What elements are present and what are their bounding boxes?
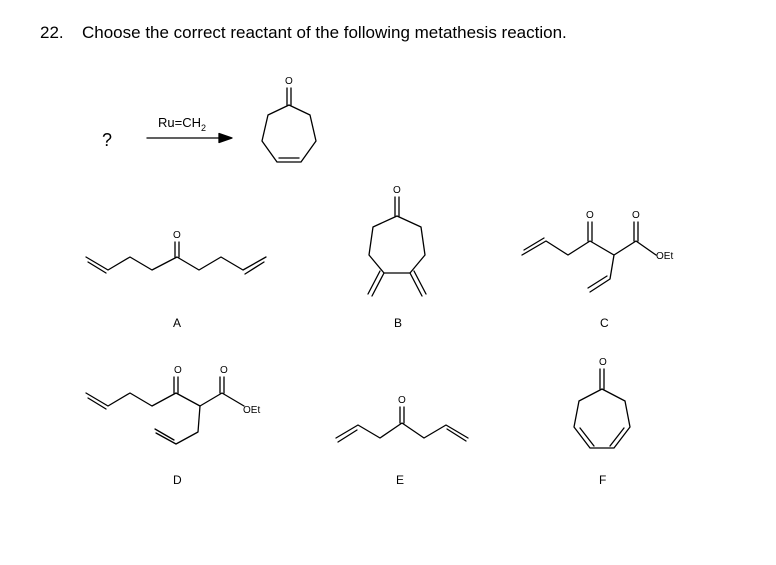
structure-d-oxygen-label-2: O <box>220 365 228 376</box>
structure-d-ethoxy-label: OEt <box>243 405 260 416</box>
product-cycloheptenone: O <box>261 76 317 163</box>
structure-d-oxygen-label-1: O <box>174 365 182 376</box>
choice-label-b[interactable]: B <box>394 316 402 330</box>
structure-d: O O OEt <box>85 365 260 445</box>
structure-b-oxygen-label: O <box>393 185 401 196</box>
structure-c-oxygen-label-1: O <box>586 210 594 221</box>
structure-c-oxygen-label-2: O <box>632 210 640 221</box>
structure-a: O <box>85 230 267 275</box>
choice-label-e[interactable]: E <box>396 473 404 487</box>
question-number: 22. <box>40 23 64 42</box>
question-heading: 22. Choose the correct reactant of the fo… <box>40 23 567 43</box>
structure-e: O <box>335 395 469 443</box>
choice-label-d[interactable]: D <box>173 473 182 487</box>
product-ring <box>261 104 317 163</box>
unknown-reactant-mark: ? <box>102 130 112 150</box>
question-text: Choose the correct reactant of the follo… <box>82 23 567 42</box>
structure-c-ethoxy-label: OEt <box>656 251 673 262</box>
choice-label-f[interactable]: F <box>599 473 606 487</box>
reaction-scheme: ? Ru=CH2 <box>102 115 233 150</box>
choice-label-a[interactable]: A <box>173 316 181 330</box>
structure-c: O O OEt <box>521 210 673 293</box>
structure-a-oxygen-label: O <box>173 230 181 241</box>
structure-f: O <box>573 357 631 449</box>
structure-e-oxygen-label: O <box>398 395 406 406</box>
reagent-label: Ru=CH2 <box>158 115 206 133</box>
structure-f-oxygen-label: O <box>599 357 607 368</box>
product-oxygen-label: O <box>285 76 293 87</box>
reaction-arrow-head <box>218 132 233 144</box>
choice-label-c[interactable]: C <box>600 316 609 330</box>
structure-b: O <box>367 185 427 297</box>
